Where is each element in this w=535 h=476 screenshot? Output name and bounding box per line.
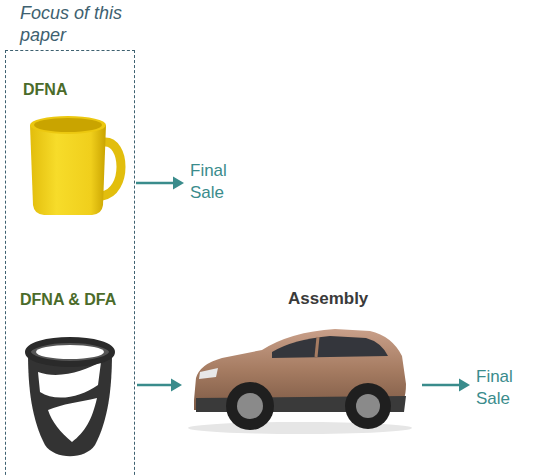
flow-arrow [137,379,182,392]
final-sale-label: Final Sale [190,160,252,208]
stage-label: Final Sale [190,160,252,204]
mug-picture [30,116,121,215]
stage-label: Final Sale [476,366,528,410]
group-heading: Assembly [188,288,414,310]
region-heading: Focus of this paper [5,0,135,46]
arrow-head [173,177,184,190]
product-group: DFNA & DFA [12,290,129,465]
focus-region: Focus of this paperDFNA DFNA & DFA [5,0,135,476]
arrow-line [137,384,173,387]
product-group: DFNA [15,80,127,220]
arrow-head [459,379,470,392]
arrow-line [136,182,175,185]
dashed-outline [5,50,135,476]
car-picture [188,329,412,434]
group-heading: DFNA [15,80,127,100]
flow-arrow [422,379,470,392]
final-sale-label: Final Sale [476,366,528,414]
assembly-group: Assembly [188,288,414,438]
arrow-head [171,379,182,392]
flow-arrow [136,177,184,190]
arrow-line [422,384,461,387]
group-heading: DFNA & DFA [12,290,129,310]
cup-holder-picture [28,340,112,456]
